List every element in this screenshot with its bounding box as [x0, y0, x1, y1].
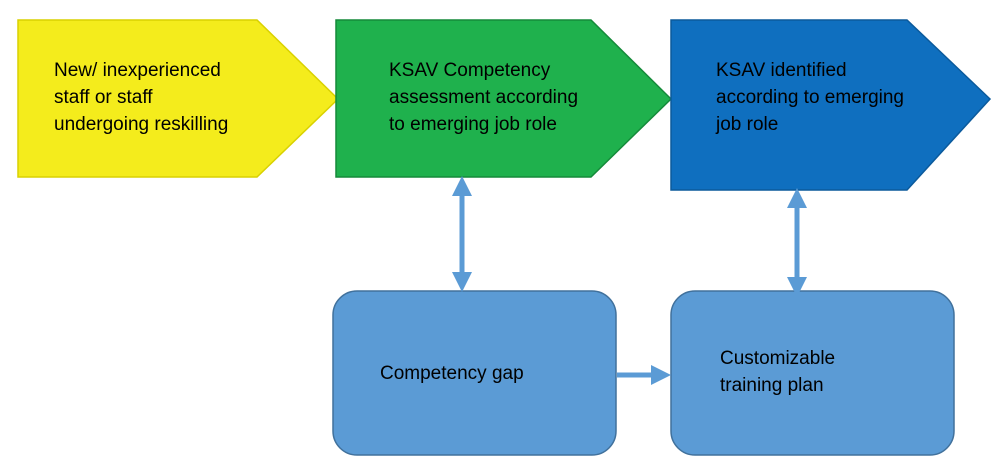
staff-chevron — [17, 19, 340, 178]
identified-chevron — [670, 19, 992, 191]
assessment-chevron — [335, 19, 673, 178]
competency-gap-box — [332, 290, 617, 456]
training-plan-box — [670, 290, 955, 456]
